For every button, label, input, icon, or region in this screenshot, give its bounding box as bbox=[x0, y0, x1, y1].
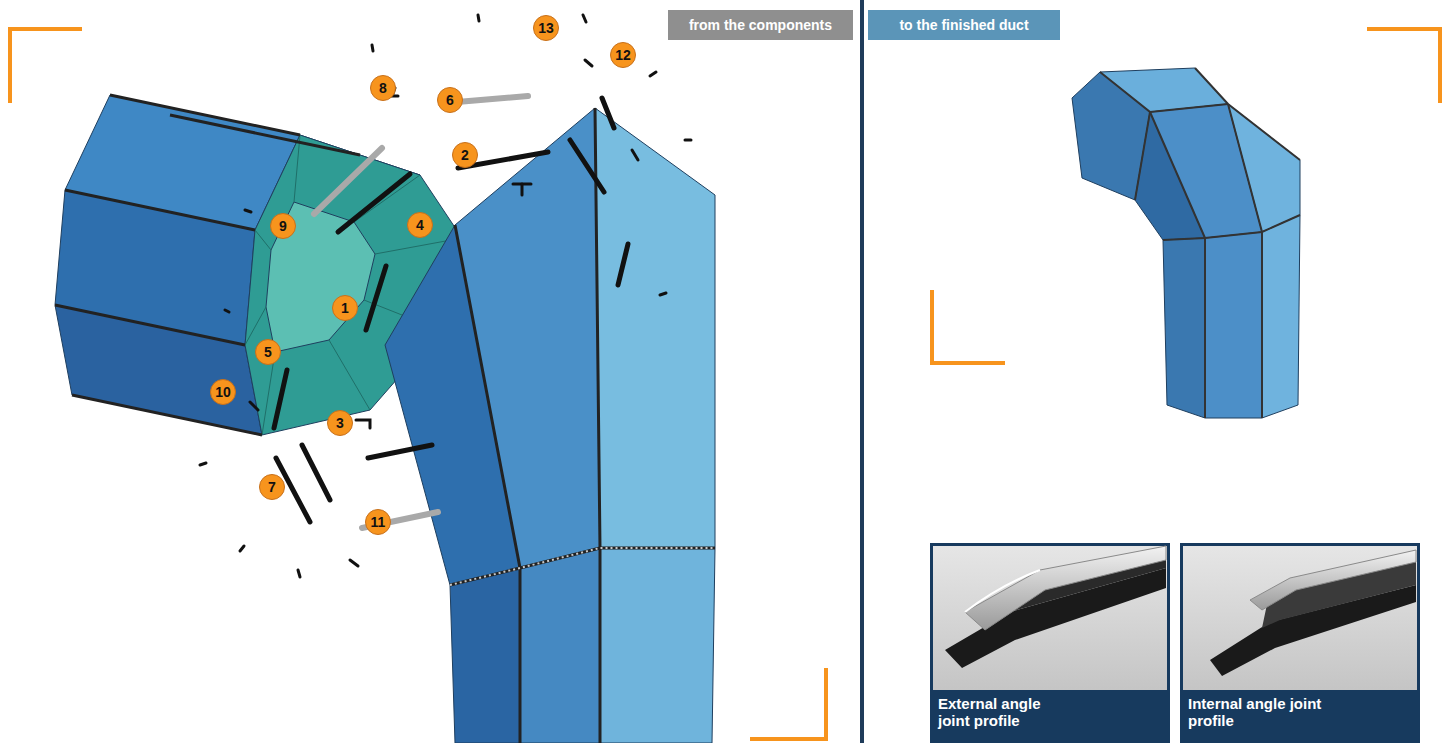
duct-elbow bbox=[385, 108, 715, 743]
duct-segment bbox=[65, 190, 255, 230]
corner-clip bbox=[200, 463, 206, 465]
finished-duct bbox=[1150, 112, 1205, 238]
callout-number: 6 bbox=[437, 87, 463, 113]
joint-profile bbox=[602, 98, 614, 128]
corner-clip bbox=[356, 420, 370, 428]
corner-clip bbox=[245, 210, 251, 212]
finished-duct bbox=[1072, 72, 1150, 200]
callout-number: 8 bbox=[370, 75, 396, 101]
finished-duct bbox=[1150, 104, 1228, 112]
divider-line bbox=[862, 0, 863, 743]
corner-clip bbox=[632, 150, 638, 160]
corner-clip bbox=[250, 402, 258, 410]
photo-caption: External angle joint profile bbox=[930, 690, 1170, 743]
finished-duct bbox=[1228, 104, 1262, 232]
corner-bracket bbox=[932, 290, 1005, 363]
node-text: to the finished duct bbox=[899, 17, 1028, 33]
corner-bracket bbox=[750, 668, 826, 739]
callout-number: 4 bbox=[407, 212, 433, 238]
corner-clip bbox=[660, 293, 666, 295]
finished-duct bbox=[1262, 215, 1300, 418]
callout-number: 7 bbox=[259, 474, 285, 500]
joint-profile bbox=[570, 140, 604, 192]
duct-elbow bbox=[450, 108, 715, 743]
profile-photo bbox=[965, 546, 1166, 630]
duct-segment bbox=[255, 230, 271, 250]
duct-elbow bbox=[600, 548, 715, 743]
duct-segment bbox=[55, 305, 262, 435]
corner-bracket bbox=[10, 29, 82, 103]
duct-elbow bbox=[450, 568, 520, 743]
duct-elbow bbox=[455, 225, 520, 743]
node-text: from the components bbox=[689, 17, 832, 33]
joint-profile bbox=[366, 266, 386, 330]
finished-duct bbox=[1163, 215, 1300, 240]
node-text: Internal angle joint profile bbox=[1188, 695, 1323, 730]
joint-profile bbox=[618, 244, 628, 285]
profile-photo bbox=[965, 570, 1040, 612]
callout-number: 13 bbox=[533, 15, 559, 41]
duct-segment bbox=[329, 340, 370, 410]
callout-number: 1 bbox=[332, 295, 358, 321]
node-text: External angle joint profile bbox=[938, 695, 1073, 730]
profile-photo bbox=[1250, 550, 1416, 610]
corner-clip bbox=[372, 45, 373, 51]
corner-clip bbox=[685, 139, 691, 142]
corner-bracket bbox=[1367, 29, 1440, 103]
callout-number: 3 bbox=[327, 410, 353, 436]
divider-line bbox=[860, 0, 864, 743]
finished-duct bbox=[1163, 238, 1205, 418]
duct-elbow bbox=[450, 548, 715, 585]
joint-profile bbox=[302, 445, 330, 500]
duct-segment bbox=[266, 202, 375, 352]
finished-duct bbox=[1205, 232, 1262, 418]
callout-number: 11 bbox=[365, 509, 391, 535]
duct-elbow bbox=[450, 548, 715, 585]
joint-profile bbox=[314, 96, 528, 528]
finished-duct bbox=[1261, 232, 1263, 418]
joint-profile bbox=[274, 370, 287, 428]
callout-number: 2 bbox=[452, 142, 478, 168]
duct-segment bbox=[170, 115, 360, 155]
callout-number: 10 bbox=[210, 379, 236, 405]
corner-clip bbox=[585, 60, 592, 66]
corner-clip bbox=[521, 184, 524, 195]
corner-clip bbox=[200, 15, 691, 577]
finished-duct bbox=[1195, 68, 1300, 160]
corner-clip bbox=[350, 560, 358, 566]
callout-number: 9 bbox=[270, 213, 296, 239]
joint-profile bbox=[457, 96, 528, 102]
finished-duct bbox=[1100, 72, 1150, 200]
corner-clip bbox=[583, 15, 586, 22]
duct-elbow bbox=[520, 548, 600, 743]
duct-elbow bbox=[595, 108, 600, 743]
joint-profile bbox=[368, 445, 432, 458]
finished-duct bbox=[1204, 238, 1206, 418]
corner-clip bbox=[478, 15, 479, 21]
tab-label: to the finished duct bbox=[868, 10, 1060, 40]
duct-segment bbox=[294, 135, 300, 202]
photo-caption: Internal angle joint profile bbox=[1180, 690, 1420, 743]
corner-clip bbox=[298, 570, 300, 577]
finished-duct bbox=[1228, 104, 1300, 232]
finished-duct bbox=[1072, 68, 1300, 418]
duct-segment bbox=[55, 305, 245, 345]
duct-elbow bbox=[595, 108, 715, 548]
corner-clip bbox=[650, 72, 656, 76]
tab-label: from the components bbox=[668, 10, 853, 40]
corner-clip bbox=[225, 310, 229, 312]
corner-clip bbox=[240, 546, 244, 551]
duct-segment bbox=[72, 395, 262, 435]
joint-profile bbox=[314, 148, 382, 214]
finished-duct bbox=[1100, 68, 1300, 418]
duct-segment bbox=[110, 95, 300, 135]
callout-number: 12 bbox=[610, 42, 636, 68]
duct-segment bbox=[55, 95, 360, 435]
callout-number: 5 bbox=[255, 339, 281, 365]
joint-profile bbox=[274, 98, 628, 522]
